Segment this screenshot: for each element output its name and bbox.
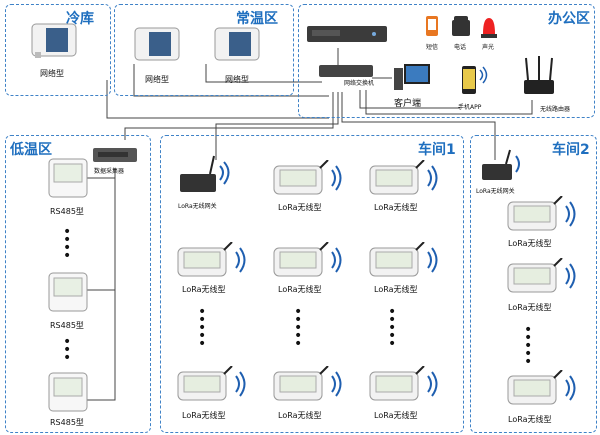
continuation-dots: ••••	[63, 224, 72, 264]
lora-sensor-label: LoRa无线型	[374, 285, 418, 294]
lora-sensor	[273, 366, 342, 401]
rs485-sensor	[48, 158, 88, 198]
lora-sensor	[507, 370, 576, 405]
lora-sensor-label: LoRa无线型	[182, 285, 226, 294]
phone-icon	[452, 16, 470, 36]
lora-gateway-label: LoRa无线网关	[178, 203, 217, 210]
lora-sensor-label: LoRa无线型	[508, 239, 552, 248]
zone-office	[298, 4, 595, 118]
lora-sensor	[369, 242, 438, 277]
network-sensor	[214, 27, 260, 61]
lora-gateway-icon	[180, 155, 230, 192]
phone-app-icon	[462, 66, 488, 94]
zone-low-temp-title: 低温区	[10, 142, 52, 158]
zone-workshop-2	[470, 135, 597, 433]
zone-cold	[5, 4, 111, 96]
lora-sensor	[507, 196, 576, 231]
lora-sensor-label: LoRa无线型	[278, 203, 322, 212]
rs485-sensor	[48, 372, 88, 412]
zone-workshop-2-title: 车间2	[552, 142, 590, 158]
lora-sensor	[369, 366, 438, 401]
zone-workshop-1-title: 车间1	[418, 142, 456, 158]
lora-sensor-label: LoRa无线型	[508, 303, 552, 312]
lora-sensor-label: LoRa无线型	[278, 285, 322, 294]
lora-sensor	[177, 242, 246, 277]
lora-sensor	[507, 258, 576, 293]
continuation-dots: •••	[63, 334, 72, 366]
sms-icon	[426, 16, 438, 36]
lora-sensor	[177, 366, 246, 401]
lora-sensor-label: LoRa无线型	[278, 411, 322, 420]
zone-low-temp	[5, 135, 151, 433]
continuation-dots: •••••	[524, 322, 533, 370]
lora-sensor	[369, 160, 438, 195]
rs485-label: RS485型	[50, 321, 84, 330]
network-sensor	[31, 23, 77, 58]
rs485-sensor	[48, 272, 88, 312]
sms-label: 短信	[426, 44, 439, 51]
continuation-dots: •••••	[294, 304, 303, 352]
data-collector-icon	[93, 148, 137, 162]
rs485-label: RS485型	[50, 418, 84, 427]
router-icon	[524, 56, 554, 94]
alarm-label: 声光	[482, 44, 495, 51]
lora-sensor-label: LoRa无线型	[508, 415, 552, 424]
lora-gateway-label: LoRa无线网关	[476, 188, 515, 195]
switch-icon	[319, 65, 373, 77]
rs485-label: RS485型	[50, 207, 84, 216]
network-sensor-label: 网络型	[225, 75, 249, 84]
switch-label: 网络交换机	[344, 80, 375, 87]
zone-workshop-1	[160, 135, 464, 433]
call-label: 电话	[454, 44, 467, 51]
phone-app-label: 手机APP	[458, 104, 482, 111]
continuation-dots: •••••	[388, 304, 397, 352]
network-sensor-label: 网络型	[145, 75, 169, 84]
lora-gateway-icon	[482, 149, 520, 180]
lora-sensor	[273, 242, 342, 277]
network-sensor	[134, 27, 180, 61]
lora-sensor-label: LoRa无线型	[374, 411, 418, 420]
zone-normal-title: 常温区	[236, 11, 278, 27]
lora-sensor	[273, 160, 342, 195]
zone-office-title: 办公区	[548, 11, 590, 27]
router-label: 无线路由器	[540, 106, 571, 113]
zone-cold-title: 冷库	[66, 11, 94, 27]
zone-normal	[114, 4, 294, 96]
alarm-light-icon	[481, 18, 497, 38]
rack-server-icon	[307, 26, 387, 42]
continuation-dots: •••••	[198, 304, 207, 352]
data-collector-label: 数据采集器	[94, 168, 125, 175]
client-computer-icon	[394, 64, 430, 90]
lora-sensor-label: LoRa无线型	[374, 203, 418, 212]
network-sensor-label: 网络型	[40, 69, 64, 78]
client-label: 客户端	[394, 99, 422, 109]
lora-sensor-label: LoRa无线型	[182, 411, 226, 420]
